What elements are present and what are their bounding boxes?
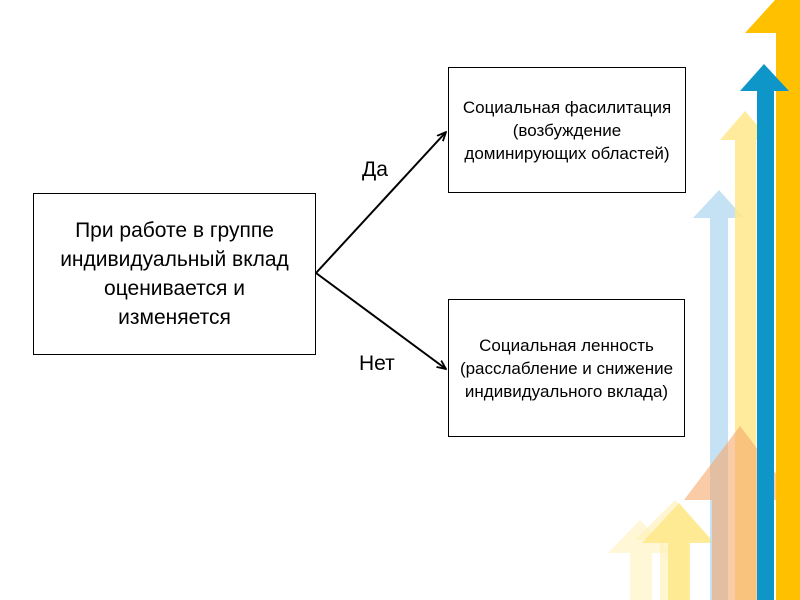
deco-arrow-yellow-small — [642, 503, 714, 600]
deco-arrow-yellow — [745, 0, 800, 600]
source-box: При работе в группе индивидуальный вклад… — [33, 193, 316, 355]
deco-arrow-blue — [740, 64, 789, 600]
decorative-arrows — [608, 0, 800, 600]
arrow-no — [315, 272, 446, 369]
source-box-text: При работе в группе индивидуальный вклад… — [60, 219, 289, 329]
arrow-yes — [315, 132, 446, 274]
yes-outcome-box: Социальная фасилитация (возбуждение доми… — [448, 67, 686, 193]
yes-outcome-text: Социальная фасилитация (возбуждение доми… — [462, 97, 672, 163]
no-outcome-box: Социальная ленность (расслабление и сниж… — [448, 299, 685, 437]
no-outcome-text: Социальная ленность (расслабление и сниж… — [459, 335, 674, 401]
deco-arrow-lightyellow — [720, 111, 770, 600]
deco-arrow-lightblue — [693, 190, 744, 600]
no-label: Нет — [359, 352, 395, 375]
yes-label: Да — [362, 158, 388, 181]
